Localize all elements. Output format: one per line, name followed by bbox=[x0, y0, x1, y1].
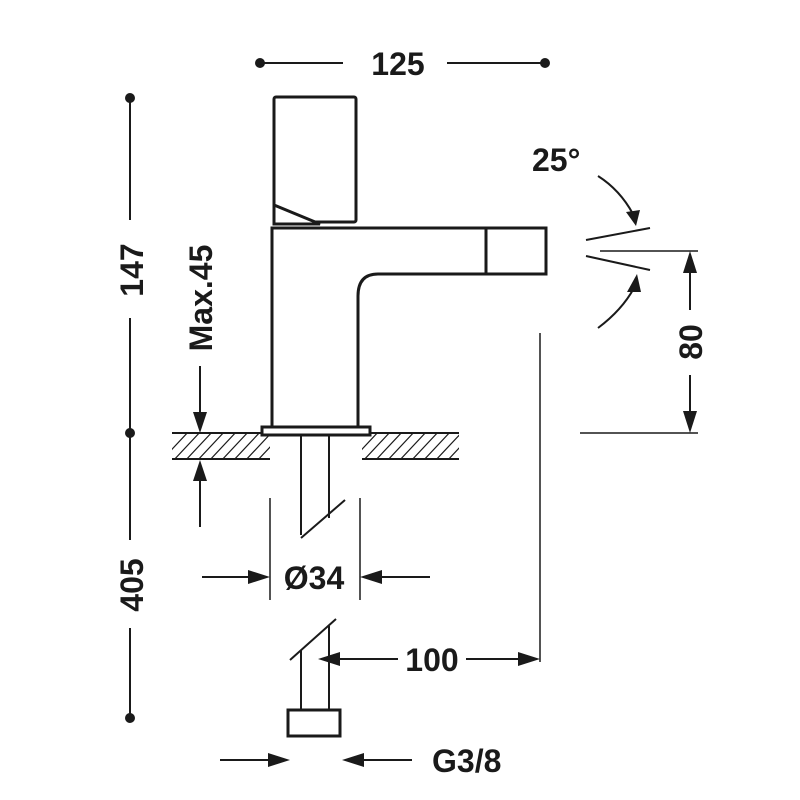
dimension-label-125: 125 bbox=[371, 46, 424, 82]
countertop bbox=[172, 432, 459, 460]
dimension-width-125: 125 bbox=[255, 46, 550, 82]
dimension-label-25deg: 25° bbox=[532, 142, 580, 178]
dimension-label-147: 147 bbox=[114, 243, 150, 296]
dimension-label-g38: G3/8 bbox=[432, 743, 501, 779]
dimension-reach-100: 100 bbox=[318, 333, 541, 678]
mixer-column bbox=[270, 226, 488, 429]
base-flange bbox=[260, 425, 372, 437]
dimension-label-d34: Ø34 bbox=[284, 560, 345, 596]
dimension-height-left: 147 405 bbox=[114, 93, 150, 723]
countertop-hatch-right bbox=[362, 433, 459, 459]
dimension-label-80: 80 bbox=[673, 324, 709, 360]
dimension-label-100: 100 bbox=[405, 642, 458, 678]
supply-hose bbox=[286, 435, 346, 738]
countertop-hatch-left bbox=[172, 433, 270, 459]
lever-wedge bbox=[272, 202, 321, 226]
spray-angle: 25° bbox=[532, 142, 651, 329]
dimension-hole-diameter: Ø34 bbox=[202, 498, 430, 600]
dimension-label-405: 405 bbox=[114, 558, 150, 611]
dimension-spout-height: 80 bbox=[580, 250, 709, 434]
mixer-body bbox=[260, 95, 548, 437]
lever-handle bbox=[272, 95, 358, 224]
dimension-label-max45: Max.45 bbox=[183, 245, 219, 352]
g38-connector bbox=[286, 708, 342, 738]
aerator-nozzle bbox=[484, 226, 548, 276]
dimension-connection: G3/8 bbox=[220, 743, 501, 779]
dimension-max-deck: Max.45 bbox=[183, 245, 219, 527]
